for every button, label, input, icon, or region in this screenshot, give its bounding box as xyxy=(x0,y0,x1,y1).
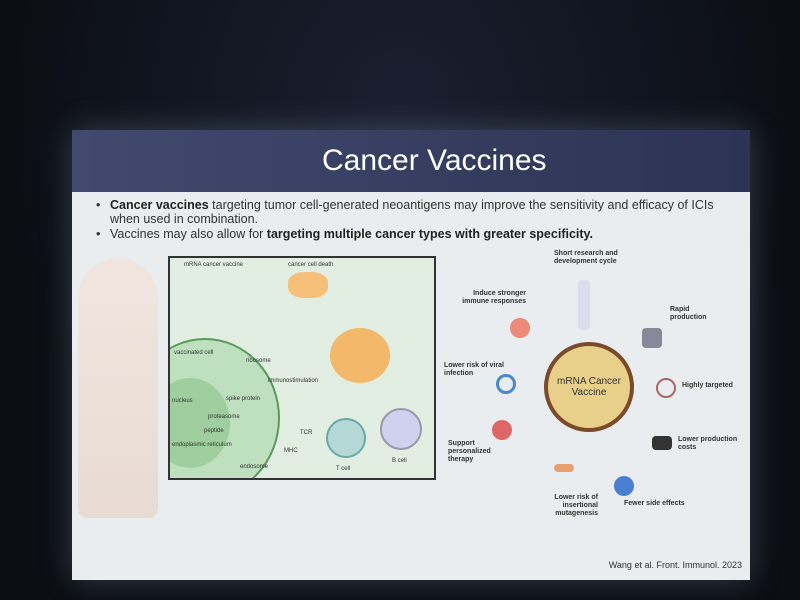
b-cell-shape xyxy=(380,408,422,450)
center-circle: mRNA Cancer Vaccine xyxy=(544,342,634,432)
slide-title: Cancer Vaccines xyxy=(322,144,547,177)
mechanism-figure: mRNA cancer vaccine cancer cell death va… xyxy=(72,248,442,528)
money-icon xyxy=(652,436,672,450)
projected-slide: Cancer Vaccines Cancer vaccines targetin… xyxy=(72,130,750,580)
machine-icon xyxy=(642,328,662,348)
virus-icon xyxy=(496,374,516,394)
person-illustration xyxy=(78,258,158,518)
dna-icon xyxy=(554,464,574,472)
scientist-icon xyxy=(578,280,590,330)
bullet-list: Cancer vaccines targeting tumor cell-gen… xyxy=(72,192,750,241)
dead-cancer-cell xyxy=(288,272,328,298)
target-icon xyxy=(656,378,676,398)
bullet-1: Cancer vaccines targeting tumor cell-gen… xyxy=(96,198,730,226)
t-cell-shape xyxy=(326,418,366,458)
immune-cell-icon xyxy=(510,318,530,338)
benefits-diagram: mRNA Cancer Vaccine Short research and d… xyxy=(444,250,738,517)
mechanism-inset: mRNA cancer vaccine cancer cell death va… xyxy=(168,256,436,480)
bullet-2: Vaccines may also allow for targeting mu… xyxy=(96,227,730,241)
slide-header: Cancer Vaccines xyxy=(72,130,750,192)
group-icon xyxy=(492,420,512,440)
person-icon xyxy=(614,476,634,496)
citation: Wang et al. Front. Immunol. 2023 xyxy=(608,560,742,570)
tumor-cluster xyxy=(330,328,390,383)
